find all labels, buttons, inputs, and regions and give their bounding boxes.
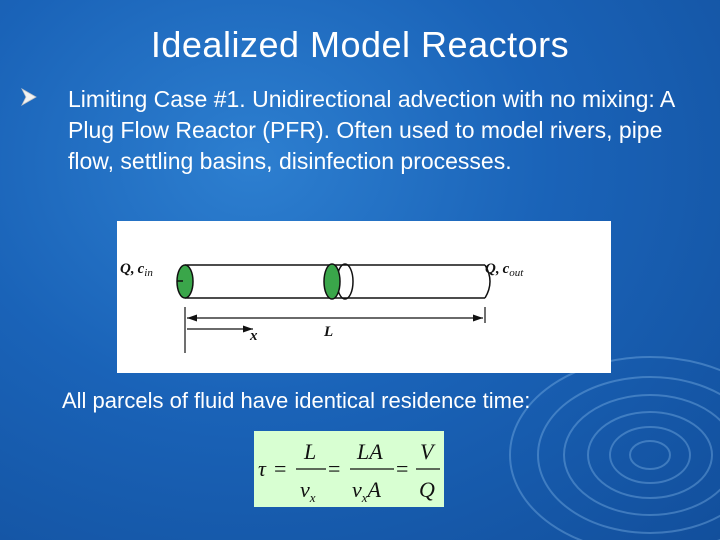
formula-eq-3: = xyxy=(396,456,408,481)
formula-tau: τ xyxy=(258,456,267,481)
fraction-1-denominator: vx xyxy=(300,477,316,505)
fraction-2-denominator: vxA xyxy=(352,477,382,505)
bullet-text: Limiting Case #1. Unidirectional advecti… xyxy=(68,86,674,174)
outlet-end xyxy=(484,264,491,299)
outlet-label: Q,cout xyxy=(485,261,524,279)
x-arrow xyxy=(243,325,253,333)
plug-slice-front xyxy=(323,263,341,300)
inlet-label: Q,cin xyxy=(120,261,153,279)
residence-time-formula: τ = L vx = LA vxA = V Q xyxy=(254,431,444,507)
water-ripples-icon xyxy=(509,356,720,540)
x-label: x xyxy=(249,328,258,344)
fraction-3-denominator: Q xyxy=(419,477,435,502)
pfr-diagram: Q,cin Q,cout x L xyxy=(117,221,611,373)
formula-eq-1: = xyxy=(274,456,286,481)
fraction-2-numerator: LA xyxy=(356,439,383,464)
fraction-3-numerator: V xyxy=(420,439,436,464)
l-label: L xyxy=(323,324,333,340)
residence-statement: All parcels of fluid have identical resi… xyxy=(62,388,531,413)
fraction-1-numerator: L xyxy=(303,439,316,464)
l-arrow-left xyxy=(187,314,197,322)
slide-title: Idealized Model Reactors xyxy=(150,24,570,65)
formula-eq-2: = xyxy=(328,456,340,481)
l-arrow-right xyxy=(473,314,483,322)
arrow-bullet-icon xyxy=(21,88,37,106)
